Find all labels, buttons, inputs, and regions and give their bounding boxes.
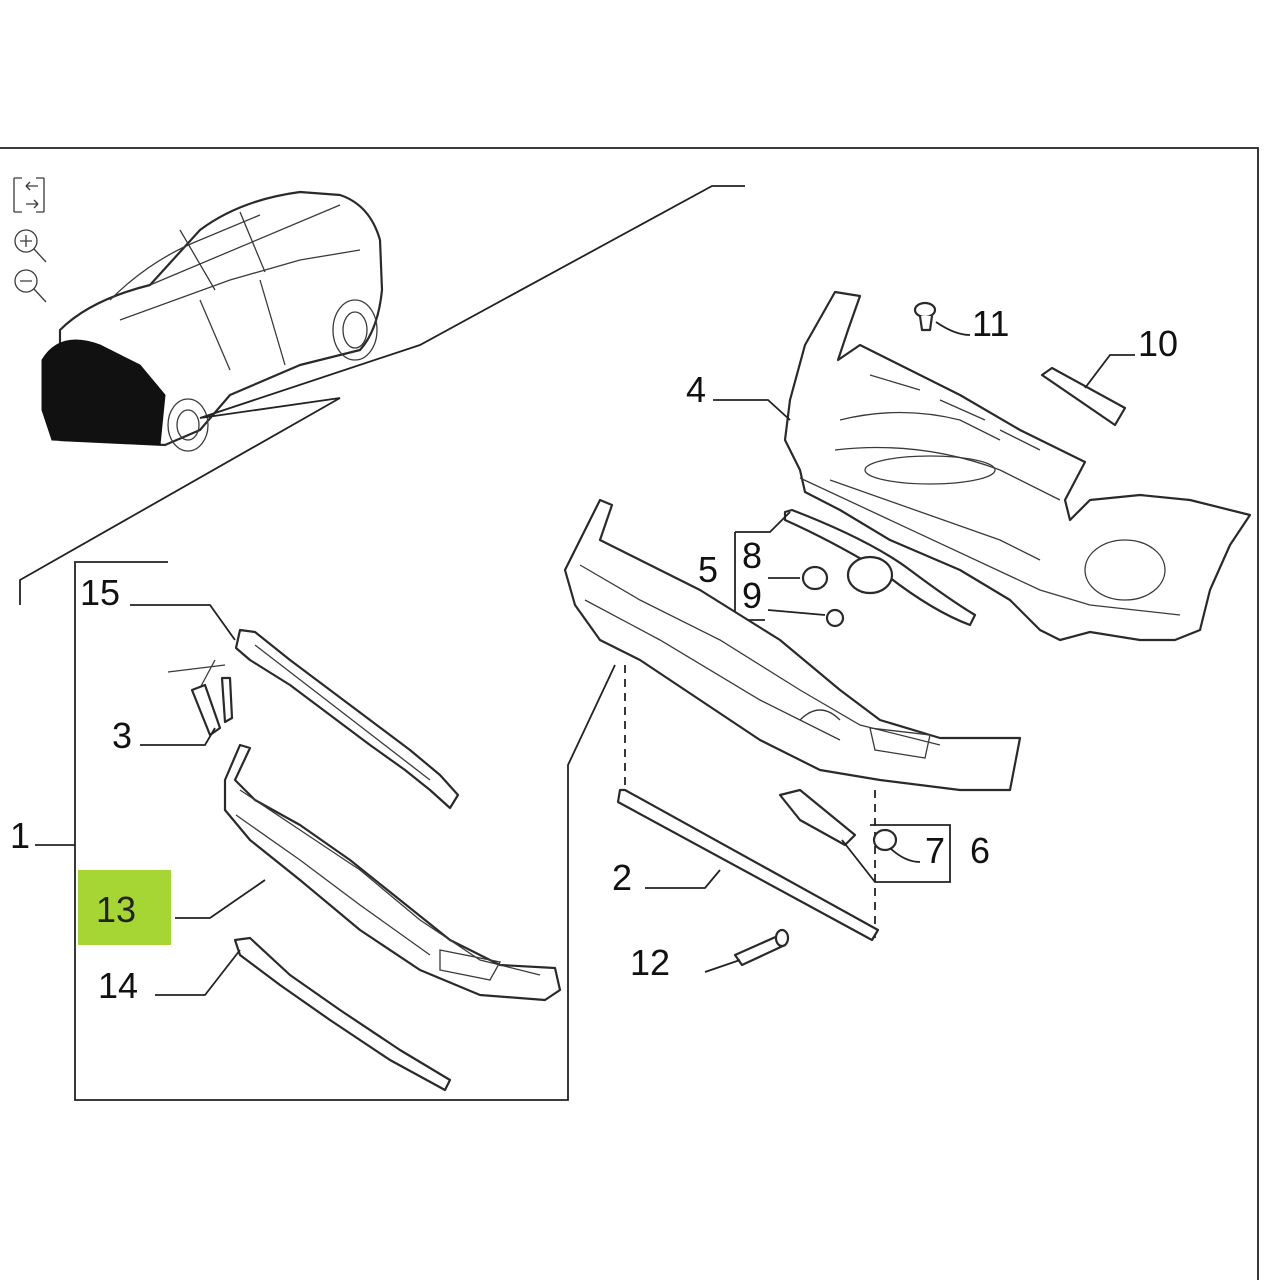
vehicle-overview[interactable]	[41, 190, 384, 452]
part-lamp-bezel[interactable]	[778, 788, 857, 847]
part-grille-bar[interactable]	[783, 508, 977, 627]
callout-6[interactable]: 6	[970, 830, 990, 871]
zoom-in-icon[interactable]	[14, 229, 47, 263]
callout-4[interactable]: 4	[686, 369, 706, 410]
part-lower-skid-plate[interactable]	[563, 498, 1022, 792]
callout-8[interactable]: 8	[742, 535, 762, 576]
callout-11[interactable]: 11	[972, 303, 1009, 344]
callout-13-highlight	[78, 870, 171, 945]
callout-10[interactable]: 10	[1138, 323, 1178, 364]
callout-1[interactable]: 1	[10, 815, 30, 856]
part-cap-9[interactable]	[825, 608, 845, 628]
part-cap-8[interactable]	[801, 565, 829, 591]
part-front-bumper-cover[interactable]	[783, 290, 1252, 642]
part-cap-7[interactable]	[872, 828, 898, 852]
callout-14[interactable]: 14	[98, 965, 138, 1006]
part-clip[interactable]	[913, 301, 937, 332]
callout-9[interactable]: 9	[742, 575, 762, 616]
part-pin[interactable]	[733, 928, 790, 967]
callout-15[interactable]: 15	[80, 572, 120, 613]
callout-12[interactable]: 12	[630, 942, 670, 983]
part-lower-bumper[interactable]	[223, 743, 562, 1002]
callout-7[interactable]: 7	[925, 830, 945, 871]
callout-2[interactable]: 2	[612, 857, 632, 898]
zoom-out-icon[interactable]	[14, 269, 47, 303]
callout-5[interactable]: 5	[698, 549, 718, 590]
part-bracket[interactable]	[1040, 366, 1127, 427]
part-small-bracket[interactable]	[190, 676, 234, 737]
overview-leader	[19, 185, 745, 605]
front-bumper-highlight[interactable]	[41, 339, 166, 446]
callout-13[interactable]: 13	[96, 889, 136, 930]
part-lower-strip[interactable]	[233, 936, 452, 1092]
group-box-1	[74, 561, 616, 1101]
diagram-frame	[0, 147, 1259, 1280]
part-upper-bar[interactable]	[234, 628, 460, 810]
callout-3[interactable]: 3	[112, 715, 132, 756]
part-trim-strip[interactable]	[616, 788, 880, 942]
fit-arrows-icon[interactable]	[13, 177, 45, 213]
